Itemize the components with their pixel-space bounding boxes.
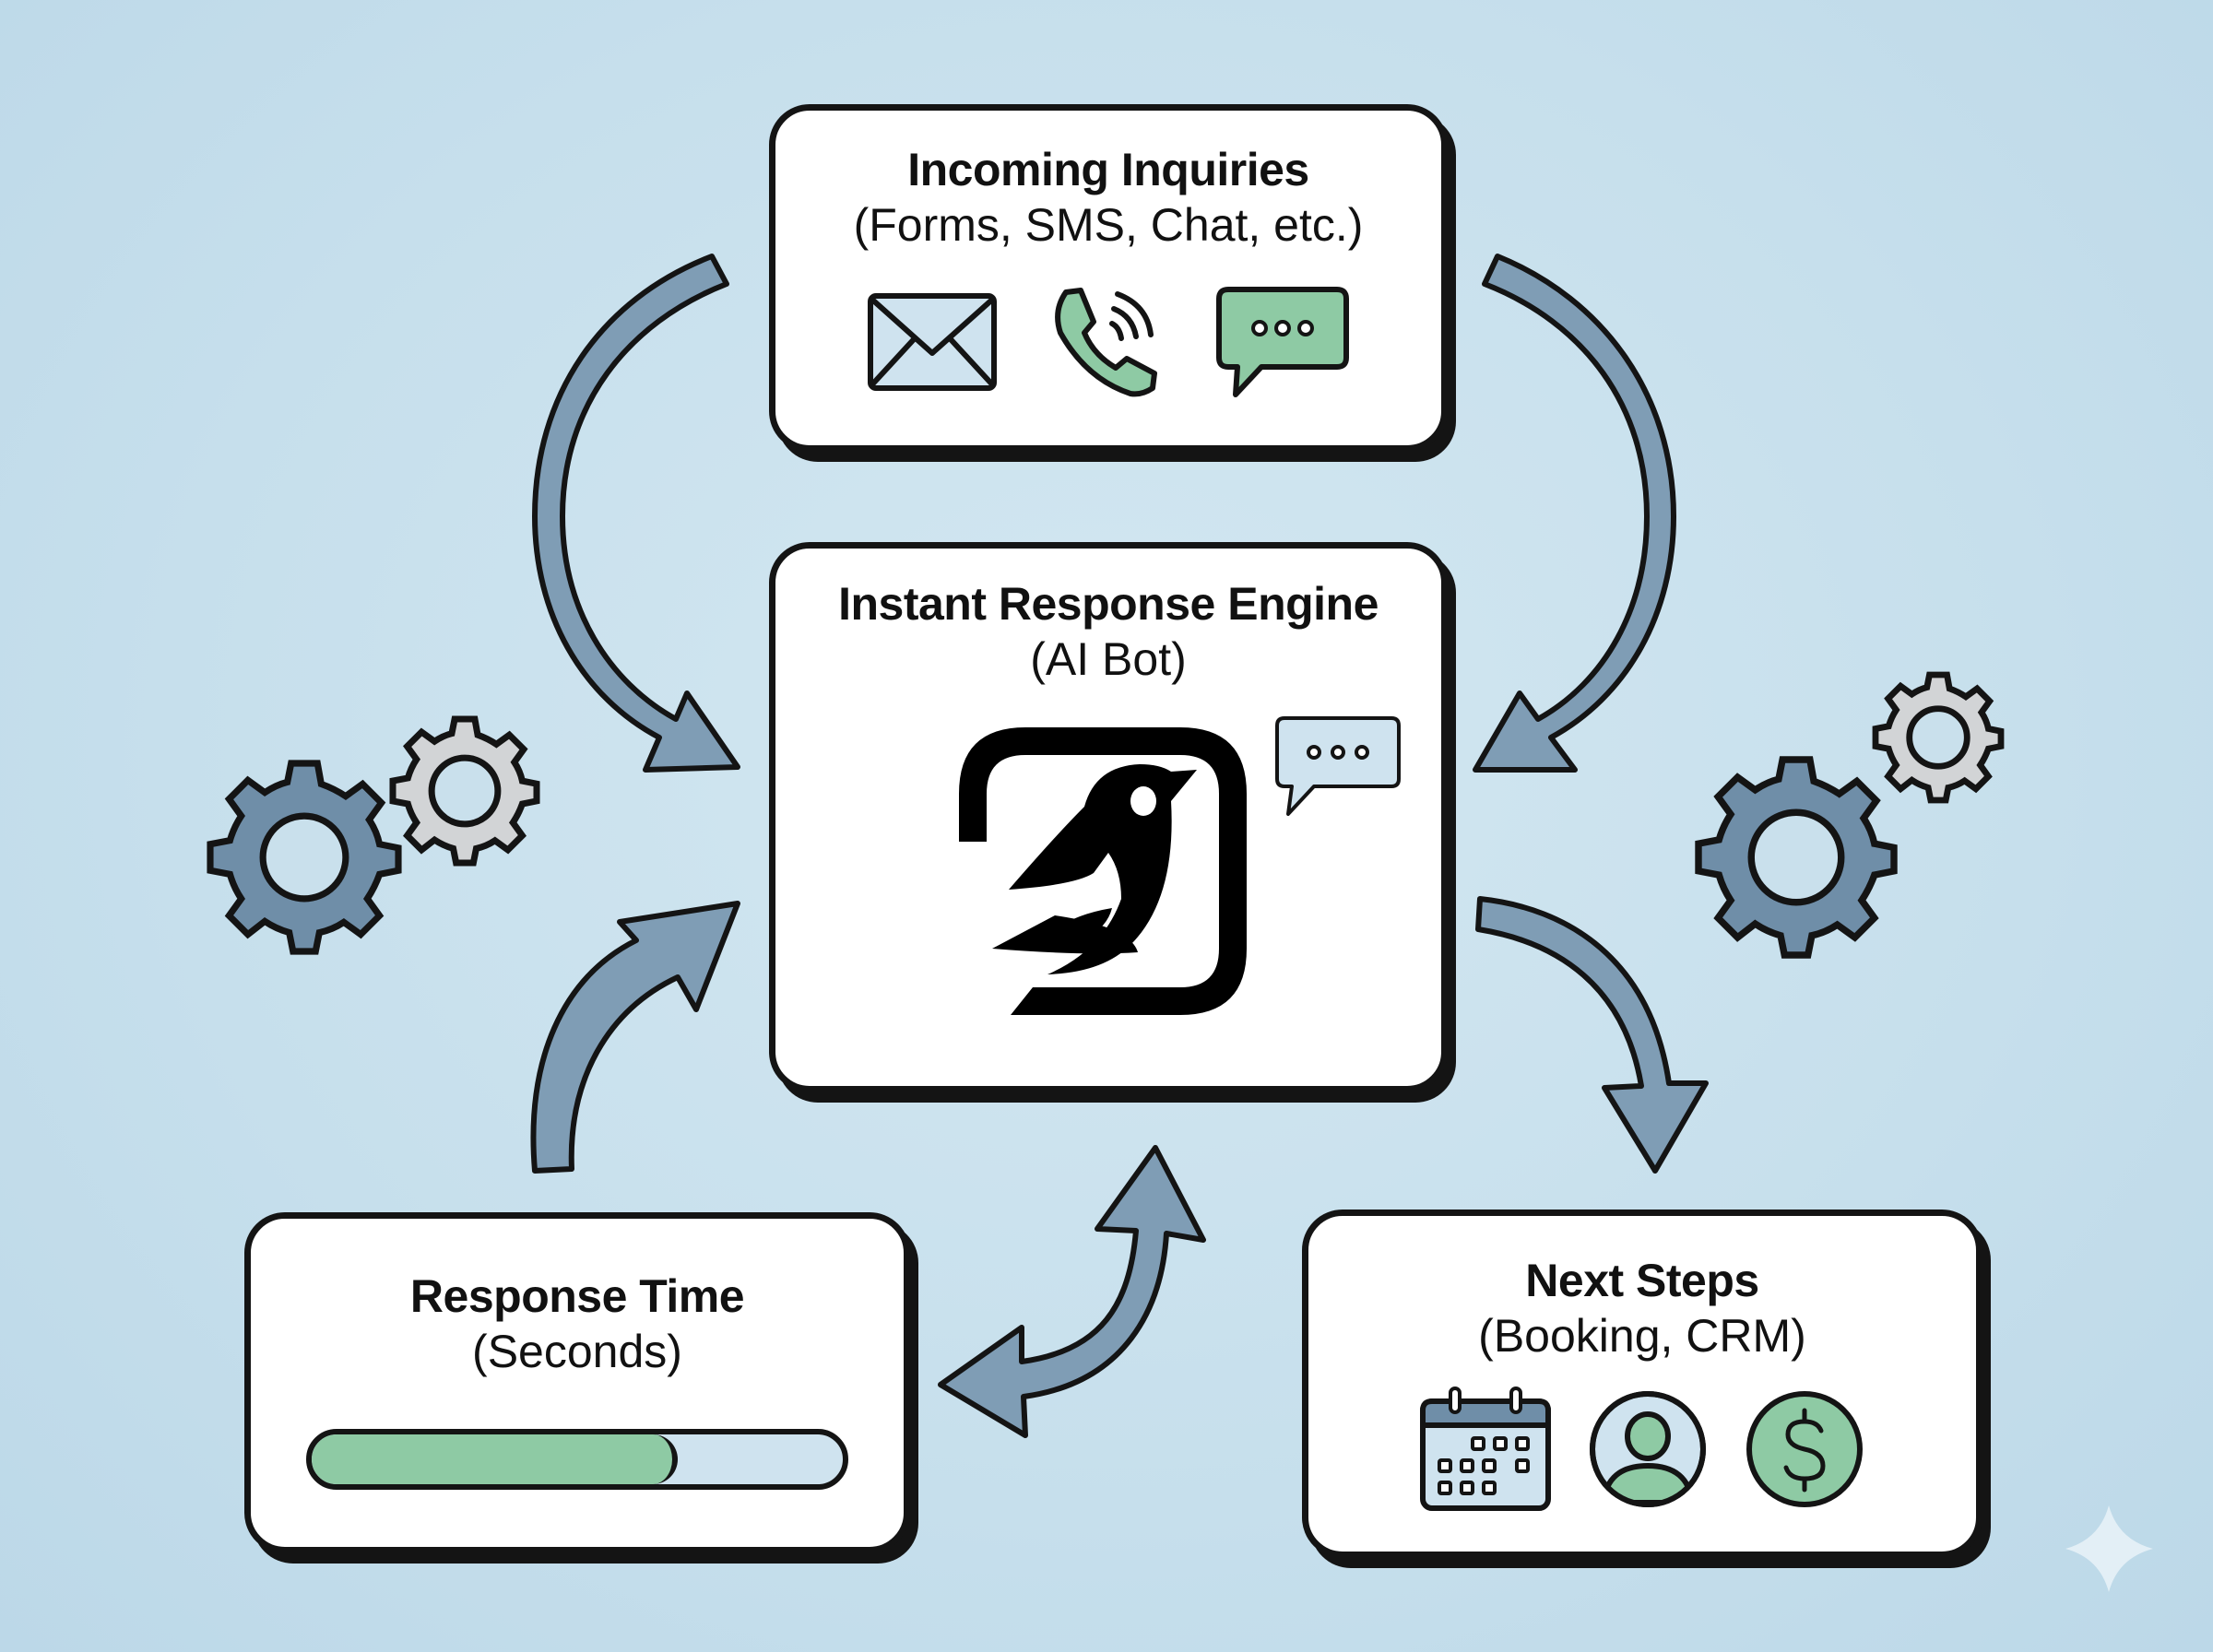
gears-left — [210, 719, 537, 951]
arrow-engine-to-next-steps — [1475, 896, 1709, 1174]
next-step-icons — [1308, 1386, 1976, 1512]
incoming-inquiries-title: Incoming Inquiries — [907, 144, 1309, 195]
response-time-progress-fill — [312, 1434, 679, 1484]
response-engine-subtitle: (AI Bot) — [1030, 632, 1187, 685]
next-steps-subtitle: (Booking, CRM) — [1478, 1309, 1806, 1362]
gear-icon — [1876, 675, 2001, 800]
response-time-card: Response Time (Seconds) — [244, 1212, 910, 1553]
next-steps-title: Next Steps — [1525, 1255, 1759, 1306]
incoming-inquiries-card: Incoming Inquiries (Forms, SMS, Chat, et… — [769, 104, 1448, 452]
chat-bubble-icon — [1275, 716, 1401, 816]
calendar-icon — [1420, 1386, 1551, 1511]
arrow-inquiries-to-engine-right — [1473, 254, 1676, 773]
dollar-icon — [1746, 1391, 1863, 1507]
response-time-progress-bar — [306, 1429, 848, 1490]
arrow-response-to-engine-left — [530, 901, 740, 1174]
chat-bubble-icon — [1216, 287, 1349, 397]
response-time-subtitle: (Seconds) — [472, 1325, 682, 1377]
inquiry-channel-icons — [775, 286, 1441, 398]
gear-icon — [210, 763, 398, 951]
arrow-response-engine-two-way — [938, 1145, 1206, 1438]
response-engine-title: Instant Response Engine — [838, 578, 1379, 630]
envelope-icon — [868, 293, 997, 391]
arrow-inquiries-to-engine-left — [532, 254, 740, 773]
gear-icon — [1698, 760, 1894, 955]
gears-right — [1698, 675, 2001, 955]
user-profile-icon — [1590, 1391, 1706, 1507]
phone-icon — [1055, 288, 1157, 397]
sparkle-icon — [2065, 1505, 2153, 1592]
gear-icon — [393, 719, 537, 863]
response-engine-card: Instant Response Engine (AI Bot) — [769, 542, 1448, 1092]
response-time-title: Response Time — [409, 1270, 745, 1322]
bird-logo-icon — [959, 727, 1247, 1015]
next-steps-card: Next Steps (Booking, CRM) — [1302, 1210, 1982, 1558]
incoming-inquiries-subtitle: (Forms, SMS, Chat, etc.) — [853, 198, 1364, 251]
